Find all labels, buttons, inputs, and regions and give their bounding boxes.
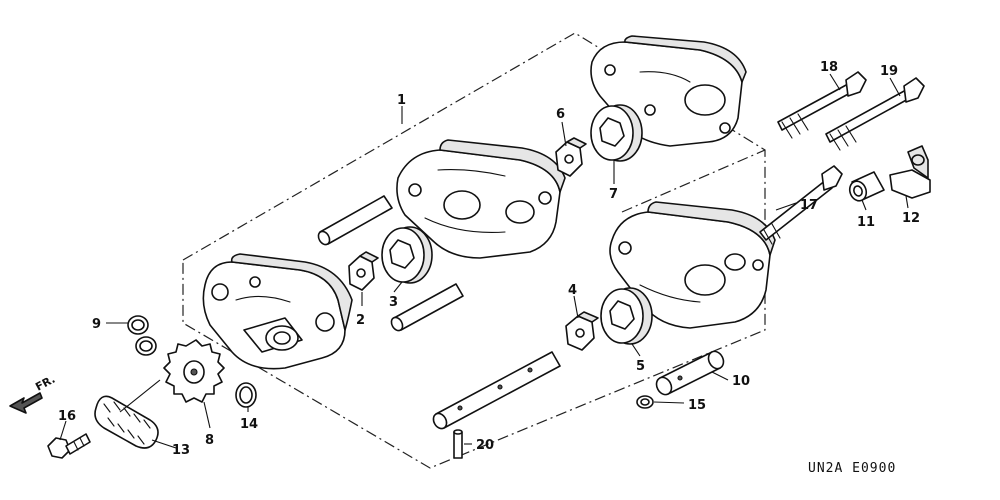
pump-cover-left <box>202 253 353 370</box>
bolt-19 <box>825 77 925 151</box>
callout-16: 16 <box>58 409 76 424</box>
flange-bolt-16 <box>47 433 91 459</box>
assembly-boundary-inner <box>621 149 766 213</box>
dowel-pin-upper <box>317 195 393 246</box>
callout-5: 5 <box>636 359 645 374</box>
pump-shaft <box>432 351 561 430</box>
collar-10 <box>655 350 725 396</box>
callout-19: 19 <box>880 64 898 79</box>
front-arrow-icon <box>9 392 43 414</box>
bolt-18 <box>777 71 867 139</box>
pump-body-right <box>609 201 776 329</box>
outer-rotor-7 <box>590 104 643 162</box>
bracket-12 <box>889 145 931 199</box>
diagram-code: UN2A E0900 <box>808 461 896 476</box>
inner-rotor-6 <box>555 137 587 177</box>
inner-rotor-2 <box>348 251 379 291</box>
callout-13: 13 <box>172 443 190 458</box>
pin-20 <box>453 429 463 459</box>
callout-8: 8 <box>205 433 214 448</box>
assembly-boundary <box>182 32 766 469</box>
callout-15: 15 <box>688 398 706 413</box>
sprocket-8 <box>163 339 225 403</box>
callout-9: 9 <box>92 317 101 332</box>
leader-lines <box>59 73 909 449</box>
callout-20: 20 <box>476 438 494 453</box>
callout-3: 3 <box>389 295 398 310</box>
callout-6: 6 <box>556 107 565 122</box>
bush-11 <box>848 171 885 202</box>
outer-rotor-5 <box>600 287 653 345</box>
front-indicator-label: FR. <box>33 373 57 394</box>
callout-1: 1 <box>397 93 406 108</box>
callout-12: 12 <box>902 211 920 226</box>
callout-10: 10 <box>732 374 750 389</box>
inner-rotor-4 <box>565 311 599 351</box>
circlip-14 <box>235 382 257 408</box>
callout-18: 18 <box>820 60 838 75</box>
callout-17: 17 <box>800 198 818 213</box>
outer-rotor-3 <box>381 226 433 284</box>
callout-7: 7 <box>609 187 618 202</box>
dowel-pin-lower <box>390 283 464 332</box>
bolt-17 <box>759 165 843 245</box>
callout-11: 11 <box>857 215 875 230</box>
chain-13 <box>94 395 159 449</box>
callout-14: 14 <box>240 417 258 432</box>
pump-body-middle <box>396 139 566 259</box>
ring-15 <box>636 395 654 409</box>
o-ring-9 <box>127 315 157 356</box>
callout-4: 4 <box>568 283 577 298</box>
callout-2: 2 <box>356 313 365 328</box>
